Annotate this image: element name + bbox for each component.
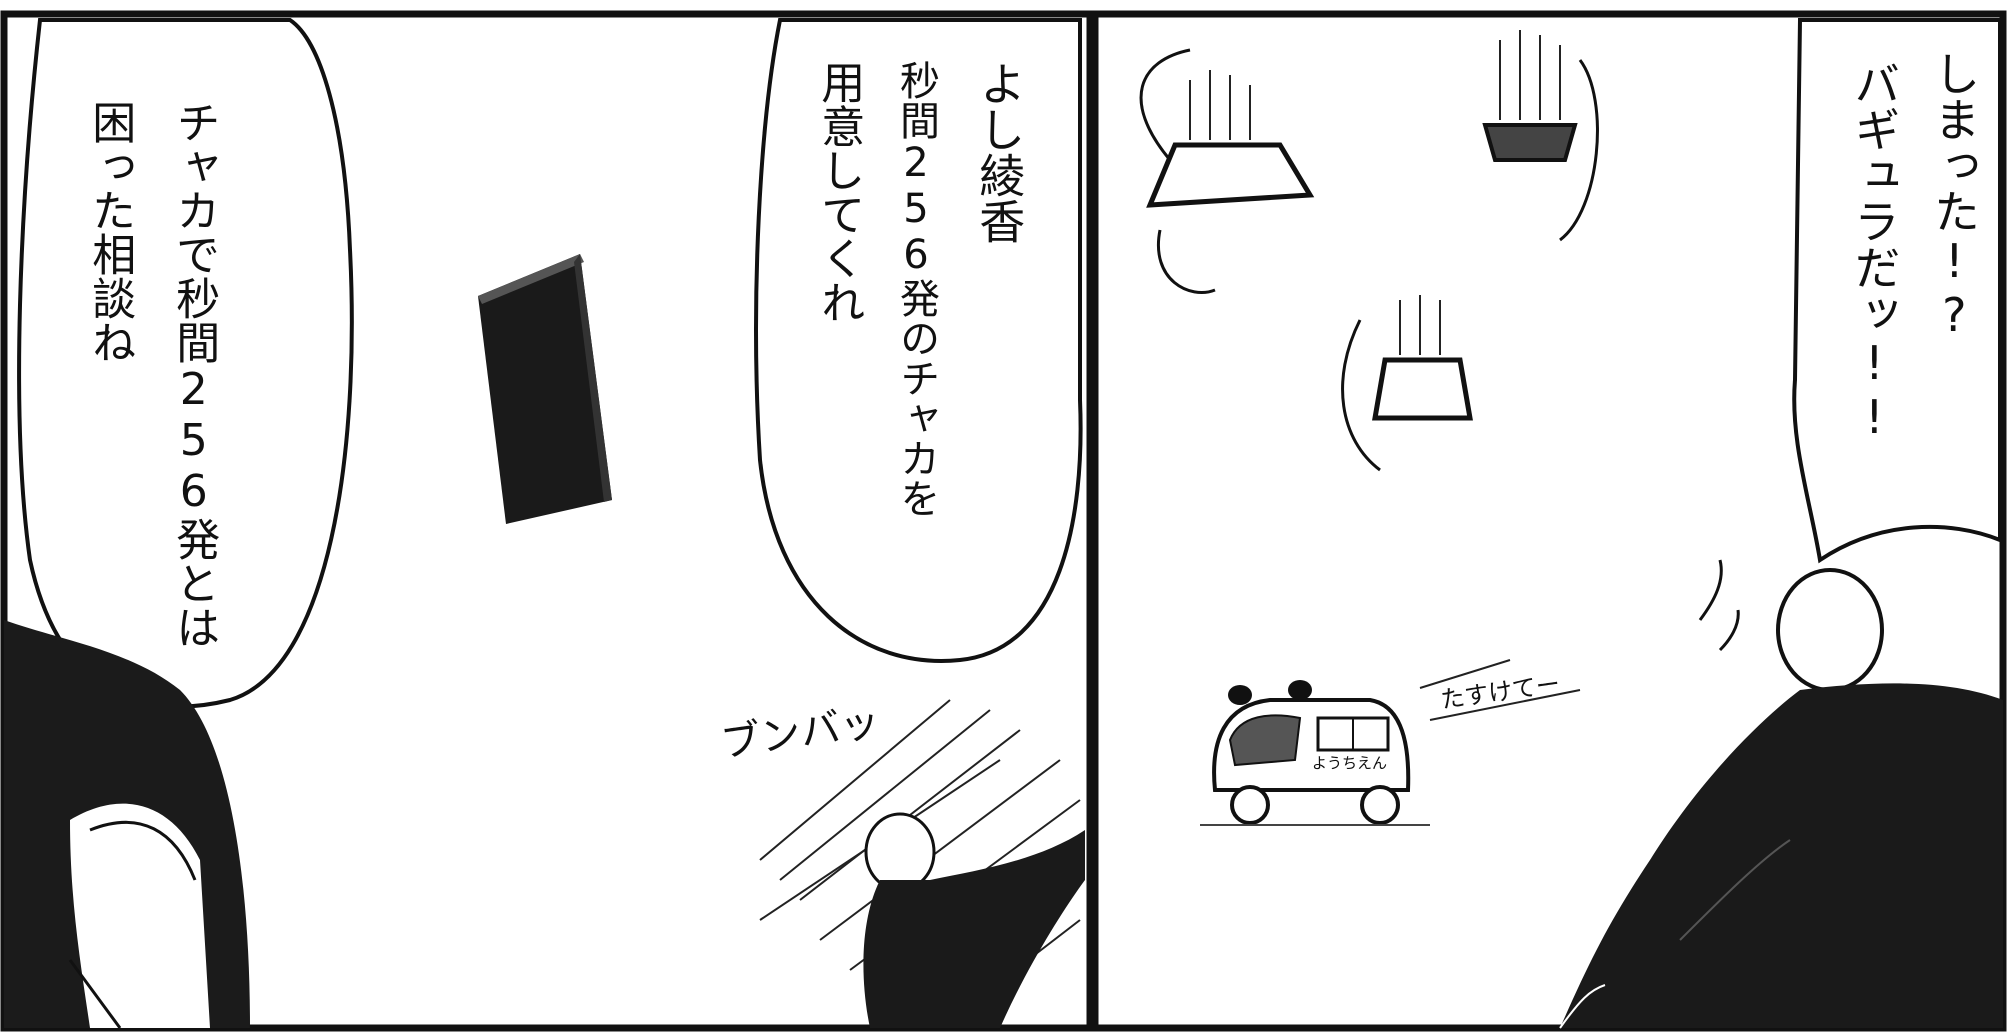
bus-illustration xyxy=(1200,680,1430,826)
dark-block-illustration xyxy=(478,254,612,524)
spinning-object-2 xyxy=(1482,30,1599,242)
spinning-object-1 xyxy=(1139,48,1315,294)
bubble-middle-col-3: 用意してくれ xyxy=(813,60,865,324)
girl-figure xyxy=(4,620,250,1029)
bus-sign-text: ようちえん xyxy=(1312,754,1388,772)
speech-bubble-middle xyxy=(754,18,1083,663)
bubble-right-col-2: バギュラだッ!! xyxy=(1847,60,1902,444)
speech-bubble-left xyxy=(17,18,354,709)
throwing-man xyxy=(863,812,1085,1028)
bubble-middle-col-2: 秒間256発のチャカを xyxy=(893,60,939,518)
bubble-left-col-2: 困った相談ね xyxy=(84,100,136,364)
speed-lines xyxy=(1419,659,1581,721)
bubble-right-col-1: しまった!? xyxy=(1927,50,1982,342)
bubble-left-col-1: チャカで秒間256発とは xyxy=(168,100,220,649)
bald-man xyxy=(1559,559,2003,1029)
bubble-middle-col-1: よし綾香 xyxy=(972,60,1027,244)
speech-bubble-right xyxy=(1792,18,2002,564)
spinning-object-3 xyxy=(1341,295,1473,472)
